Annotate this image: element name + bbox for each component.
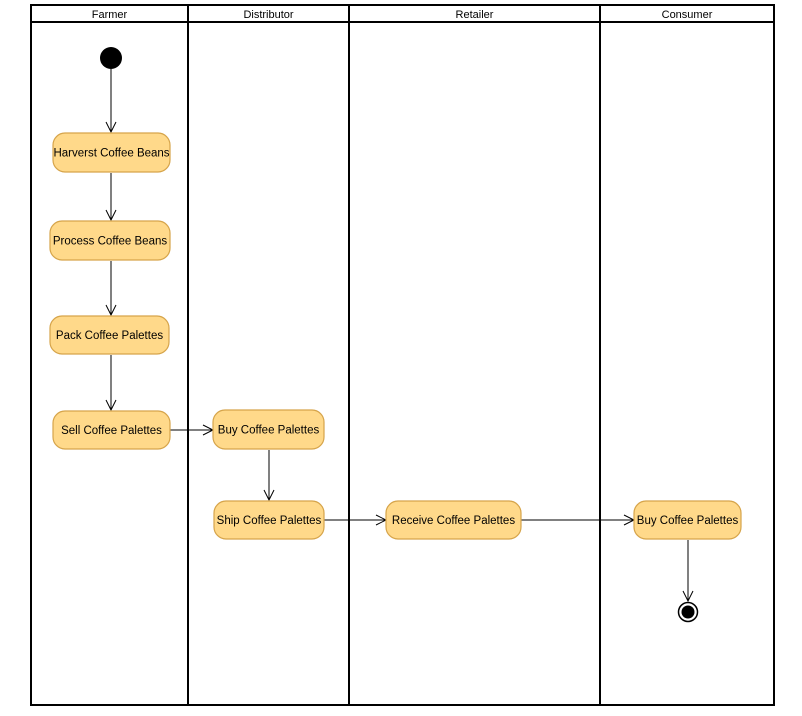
action-buy-distributor: Buy Coffee Palettes: [212, 409, 325, 450]
action-label: Buy Coffee Palettes: [637, 515, 739, 527]
action-buy-consumer: Buy Coffee Palettes: [633, 500, 742, 540]
diagram-frame: [30, 4, 775, 706]
action-sell: Sell Coffee Palettes: [52, 410, 171, 450]
action-harvest: Harverst Coffee Beans: [52, 132, 171, 173]
lane-title-retailer: Retailer: [456, 9, 494, 21]
action-process: Process Coffee Beans: [49, 220, 171, 261]
action-label: Pack Coffee Palettes: [56, 330, 163, 342]
initial-node: [100, 47, 122, 69]
action-pack: Pack Coffee Palettes: [49, 315, 170, 355]
lane-title-farmer: Farmer: [92, 9, 128, 21]
action-label: Sell Coffee Palettes: [61, 425, 162, 437]
arrow-head: [105, 209, 117, 222]
lane-title-consumer: Consumer: [662, 9, 713, 21]
action-receive: Receive Coffee Palettes: [385, 500, 522, 540]
action-label: Process Coffee Beans: [53, 236, 167, 248]
action-label: Receive Coffee Palettes: [392, 515, 515, 527]
arrow-head: [105, 304, 117, 317]
action-label: Buy Coffee Palettes: [218, 425, 320, 437]
action-ship: Ship Coffee Palettes: [213, 500, 325, 540]
arrow-head: [682, 590, 694, 603]
arrow-head: [263, 489, 275, 502]
action-label: Harverst Coffee Beans: [53, 148, 169, 160]
arrow-head: [105, 399, 117, 412]
final-node: [677, 601, 699, 623]
swimlanes: Farmer Distributor Retailer Consumer: [30, 4, 775, 706]
arrow-head: [105, 121, 117, 134]
action-label: Ship Coffee Palettes: [217, 515, 322, 527]
lane-title-distributor: Distributor: [243, 9, 293, 21]
